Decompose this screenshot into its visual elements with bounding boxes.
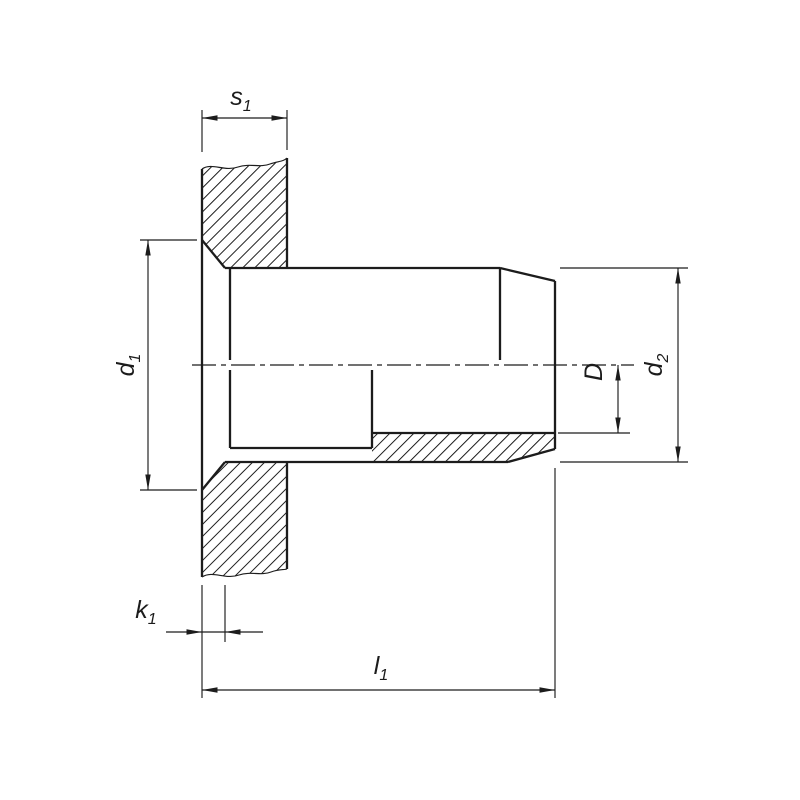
dimension-d2: d2 [560,267,688,463]
dimension-d2-label: d2 [640,354,672,377]
dimension-D-label: D [580,363,608,381]
dimension-k1-label: k1 [135,596,156,628]
workpiece-plate [201,157,289,578]
dimension-s1: s1 [201,83,288,152]
plate-section-bottom [202,462,287,577]
break-line-top [201,157,288,170]
break-line-bottom [201,568,288,578]
head-countersink-top [201,239,226,269]
dimension-k1: k1 [135,585,263,698]
dimension-D: D [558,363,630,434]
chamfer-top [499,266,556,283]
dimension-l1-label: l1 [374,652,388,684]
dimension-l1: l1 [202,468,556,698]
plate-section-top [202,158,287,268]
dimension-d1-label: d1 [112,354,144,377]
dimension-d1: d1 [112,239,197,491]
chamfer-bottom [507,447,556,464]
head-countersink-bottom [201,461,226,491]
dimension-s1-label: s1 [230,83,251,115]
threaded-wall-section [372,433,555,462]
